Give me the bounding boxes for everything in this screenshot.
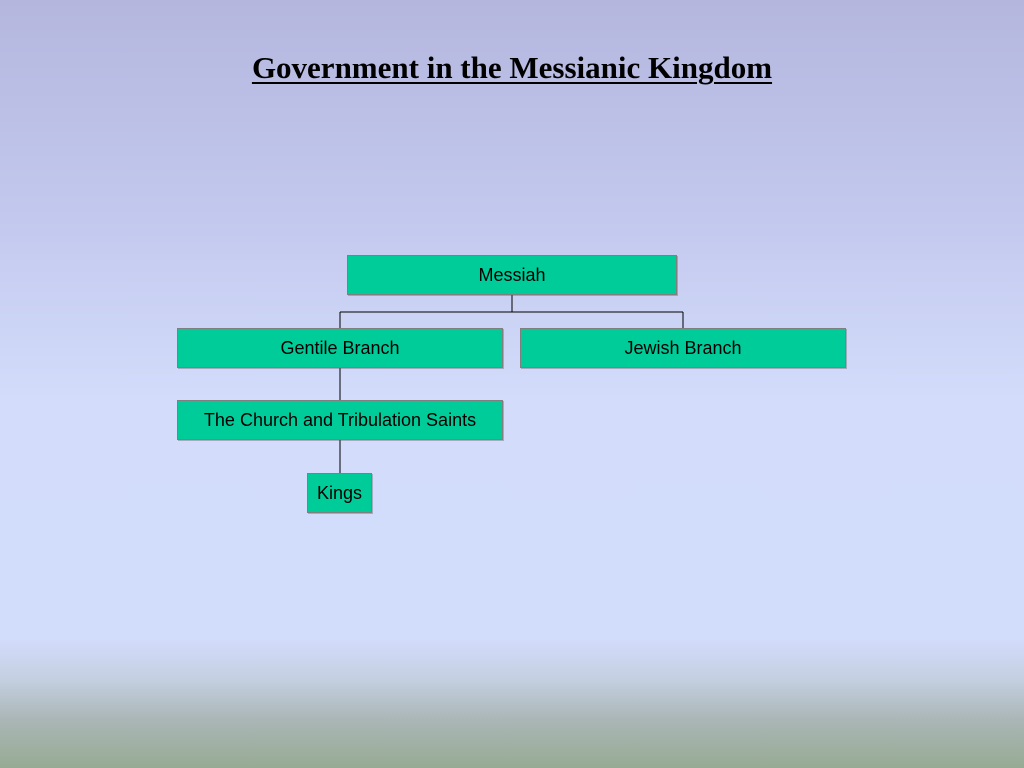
node-gentile-branch: Gentile Branch xyxy=(177,328,503,368)
node-kings: Kings xyxy=(307,473,372,513)
node-messiah: Messiah xyxy=(347,255,677,295)
node-church-label: The Church and Tribulation Saints xyxy=(203,409,477,430)
node-jewish-branch: Jewish Branch xyxy=(520,328,846,368)
node-kings-label: Kings xyxy=(316,482,363,503)
slide-title-text: Government in the Messianic Kingdom xyxy=(251,50,773,85)
node-jewish-branch-label: Jewish Branch xyxy=(624,337,742,358)
node-gentile-branch-label: Gentile Branch xyxy=(280,337,400,358)
slide-title: Government in the Messianic Kingdom xyxy=(0,50,1024,86)
node-church-and-tribulation-saints: The Church and Tribulation Saints xyxy=(177,400,503,440)
node-messiah-label: Messiah xyxy=(478,264,546,285)
